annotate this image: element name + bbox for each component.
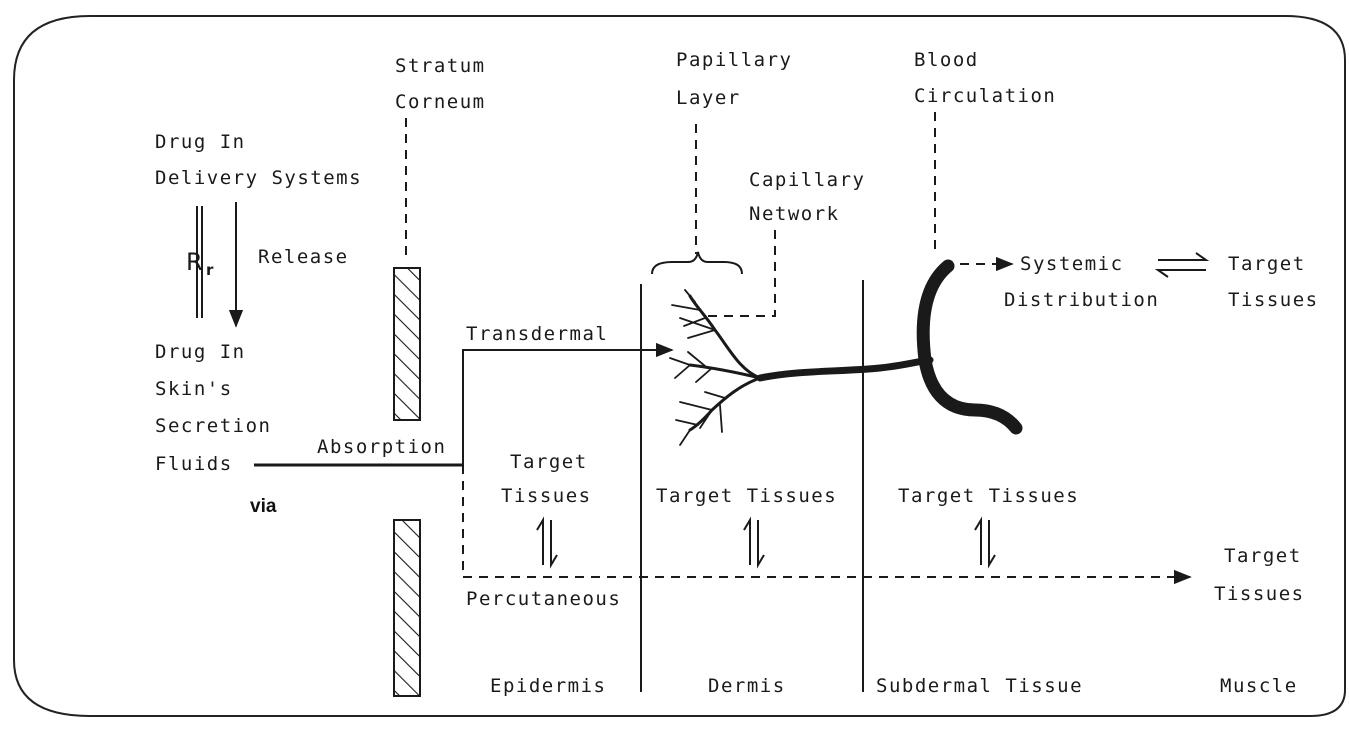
capillary-tree bbox=[670, 290, 930, 445]
stratum-corneum-barrier-lower bbox=[394, 520, 420, 696]
equilibrium-arrows-epidermis bbox=[537, 520, 557, 565]
papillary-layer-label: Papillary Layer bbox=[676, 49, 805, 109]
target-tissues-muscle-label: Target Tissues bbox=[1214, 545, 1315, 605]
percutaneous-path bbox=[463, 465, 1190, 577]
systemic-distribution-label: Systemic Distribution bbox=[1004, 253, 1159, 311]
stratum-corneum-label: Stratum Corneum bbox=[395, 55, 499, 113]
equilibrium-arrows-subdermal bbox=[975, 520, 995, 565]
equilibrium-arrows-dermis bbox=[744, 520, 764, 565]
absorption-label: Absorption bbox=[317, 436, 446, 458]
target-tissues-systemic-label: Target Tissues bbox=[1228, 253, 1319, 311]
target-tissues-subdermal-label: Target Tissues bbox=[898, 485, 1079, 507]
capillary-network-leader bbox=[704, 230, 775, 316]
capillary-network-label: Capillary Network bbox=[749, 169, 878, 225]
rate-symbol: R bbox=[186, 248, 203, 276]
layer-muscle-label: Muscle bbox=[1220, 675, 1298, 697]
drug-in-skin-label: Drug In Skin's Secretion Fluids bbox=[155, 341, 284, 475]
target-tissues-dermis-label: Target Tissues bbox=[656, 485, 837, 507]
target-tissues-epidermis-label: Target Tissues bbox=[501, 451, 601, 507]
stratum-corneum-barrier-upper bbox=[394, 268, 420, 420]
release-label: Release bbox=[258, 246, 349, 268]
rate-subscript: r bbox=[206, 261, 214, 279]
equilibrium-arrows-systemic bbox=[1158, 253, 1206, 277]
drug-in-delivery-label: Drug In Delivery Systems bbox=[155, 131, 362, 189]
transdermal-label: Transdermal bbox=[466, 323, 608, 345]
percutaneous-label: Percutaneous bbox=[466, 588, 621, 610]
diagram-frame bbox=[14, 16, 1345, 716]
layer-epidermis-label: Epidermis bbox=[490, 675, 606, 697]
blood-vessel bbox=[923, 266, 1016, 428]
papillary-brace bbox=[652, 252, 742, 274]
layer-dermis-label: Dermis bbox=[708, 675, 786, 697]
via-label: via bbox=[250, 496, 277, 517]
blood-circulation-label: Blood Circulation bbox=[914, 49, 1056, 107]
layer-subdermal-label: Subdermal Tissue bbox=[876, 675, 1083, 697]
